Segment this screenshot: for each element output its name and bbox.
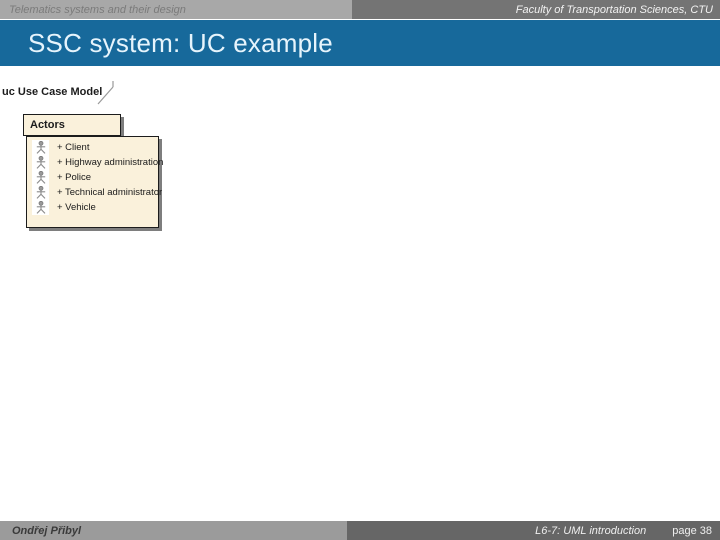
package-name: Actors	[30, 119, 65, 131]
actor-icon	[32, 170, 49, 185]
actor-row: + Vehicle	[32, 200, 158, 215]
actor-icon	[32, 140, 49, 155]
uml-diagram: uc Use Case Model Actors + Clie	[0, 66, 260, 266]
actor-row: + Client	[32, 140, 158, 155]
footer-lecture-segment: L6-7: UML introduction page 38	[347, 521, 720, 540]
page-title: SSC system: UC example	[28, 27, 333, 58]
header-course-segment: Telematics systems and their design	[0, 0, 352, 19]
slide-header: Telematics systems and their design Facu…	[0, 0, 720, 19]
actor-icon	[32, 200, 49, 215]
actors-package-body: + Client + Highway administration	[26, 136, 163, 228]
actor-label: + Technical administrator	[57, 187, 163, 198]
actor-label: + Vehicle	[57, 202, 96, 213]
actors-package-tab: Actors	[23, 114, 121, 136]
actor-row: + Police	[32, 170, 158, 185]
course-title: Telematics systems and their design	[9, 3, 186, 16]
page-number: page 38	[672, 524, 712, 537]
diagram-frame-label: uc Use Case Model	[2, 86, 103, 98]
lecture-title: L6-7: UML introduction	[535, 524, 647, 537]
actor-row: + Technical administrator	[32, 185, 162, 200]
faculty-name: Faculty of Transportation Sciences, CTU	[515, 3, 713, 16]
author-name: Ondřej Přibyl	[12, 524, 82, 537]
slide-footer: Ondřej Přibyl L6-7: UML introduction pag…	[0, 521, 720, 540]
header-faculty-segment: Faculty of Transportation Sciences, CTU	[352, 0, 720, 19]
actor-label: + Highway administration	[57, 157, 164, 168]
actor-label: + Police	[57, 172, 92, 183]
title-bar: SSC system: UC example	[0, 20, 720, 66]
footer-author-segment: Ondřej Přibyl	[0, 521, 347, 540]
actor-icon	[32, 185, 49, 200]
actor-label: + Client	[57, 142, 90, 153]
actor-icon	[32, 155, 49, 170]
actor-row: + Highway administration	[32, 155, 163, 170]
